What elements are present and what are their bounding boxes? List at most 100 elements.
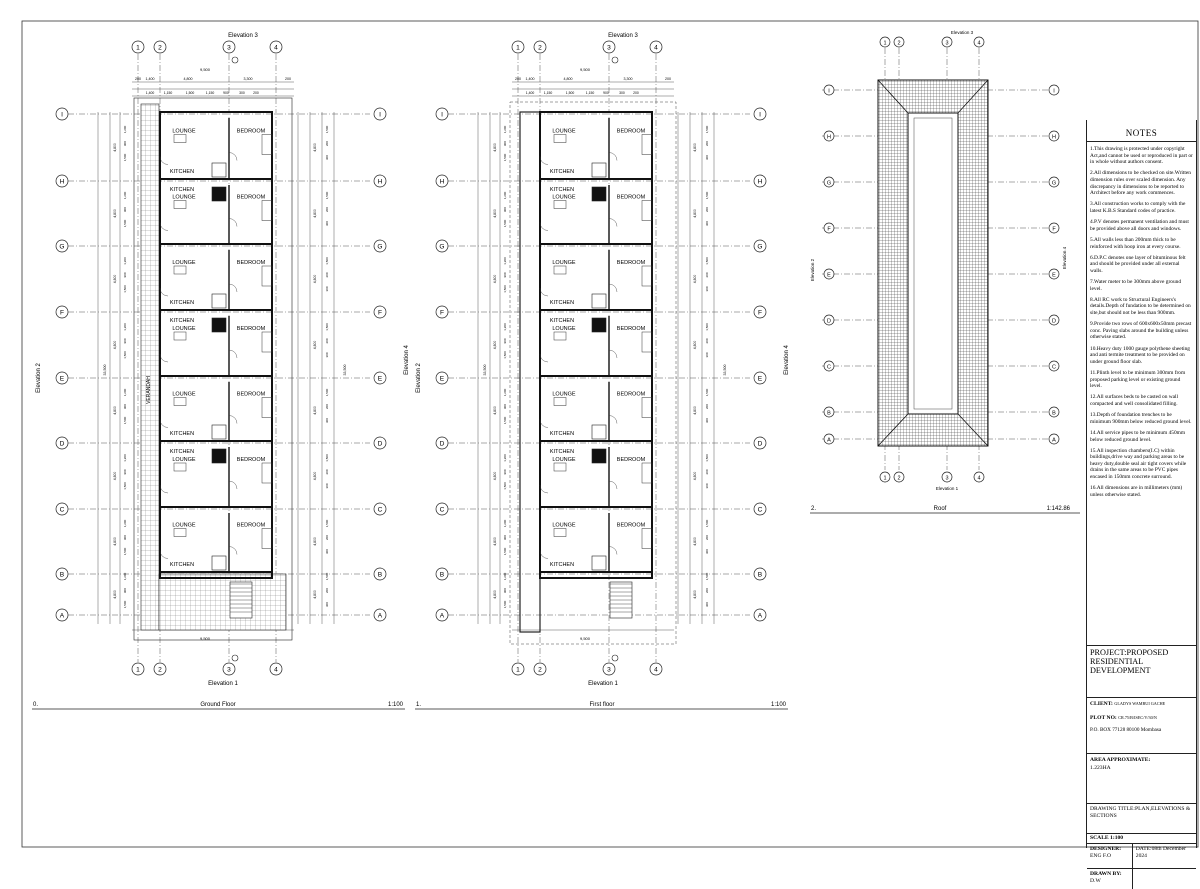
small-dim: 1,500 — [123, 153, 127, 161]
elevation-1-label: Elevation 1 — [588, 681, 618, 687]
second-dim: 1,150 — [164, 91, 173, 95]
grid-row-E-right-bubble — [373, 371, 387, 385]
note-item: 5.All walls less than 200mm thick to be … — [1090, 236, 1181, 250]
grid-col-1-bottom-label: 1 — [516, 667, 520, 674]
roof-elevation-3: Elevation 3 — [951, 30, 974, 35]
overall-dim: 9,500 — [580, 67, 591, 72]
small-dim-right: 300 — [325, 602, 329, 607]
second-dim: 900 — [223, 91, 229, 95]
small-dim: 1,500 — [503, 600, 507, 608]
second-dim: 1,500 — [186, 91, 195, 95]
small-dim: 1,200 — [503, 519, 507, 527]
door-swing — [608, 218, 618, 227]
grid-row-C-right-label: C — [378, 507, 383, 514]
grid-row-D-right-label: D — [758, 441, 763, 448]
grid-row-A-right-bubble — [753, 608, 767, 622]
grid-row-C-label: C — [60, 507, 65, 514]
bed — [261, 331, 273, 353]
roof-grid-row-A-right-bubble — [1048, 433, 1060, 445]
bay-dim: 4,800 — [493, 590, 497, 599]
small-dim: 900 — [503, 207, 507, 212]
top-dim: 3,300 — [244, 77, 253, 81]
roof-grid-row-B-right-label: B — [1052, 410, 1056, 416]
notes-heading: NOTES — [1087, 122, 1196, 142]
area-section: AREA APPROXIMATE: 1.223HA — [1087, 754, 1196, 804]
small-dim-right: 200 — [705, 207, 709, 212]
grid-col-1-label: 1 — [516, 45, 520, 52]
small-dim: 1,500 — [123, 351, 127, 359]
roof-grid-row-I-right-bubble — [1048, 84, 1060, 96]
door-swing — [608, 415, 618, 424]
small-dim: 1,500 — [123, 547, 127, 555]
note-item: 9.Provide two rows of 600x600x50mm preca… — [1090, 321, 1192, 341]
grid-col-1-bubble — [511, 40, 525, 54]
wet-core — [591, 317, 607, 333]
grid-row-H-bubble — [435, 174, 449, 188]
room-lounge: LOUNGE — [172, 392, 196, 398]
grid-row-H-right-bubble — [753, 174, 767, 188]
bay-dim-right: 4,800 — [693, 537, 697, 546]
room-bedroom: BEDROOM — [617, 392, 646, 398]
roof-grid-col-3-bubble — [941, 36, 953, 48]
bay-dim: 4,800 — [113, 341, 117, 350]
grid-col-1-bubble — [131, 40, 145, 54]
room-kitchen: KITCHEN — [170, 187, 194, 193]
sheet-border — [21, 20, 1199, 848]
grid-row-B-right-bubble — [753, 567, 767, 581]
roof-grid-row-H-bubble — [823, 130, 835, 142]
note-item: 6.D.P.C denotes one layer of bituminous … — [1090, 254, 1186, 274]
door-swing — [539, 222, 549, 231]
roof-grid-row-E-right-label: E — [1052, 272, 1056, 278]
small-dim: 900 — [503, 404, 507, 409]
grid-row-H-right-label: H — [758, 179, 763, 186]
grid-row-I-bubble — [55, 107, 69, 121]
bay-dim: 4,800 — [493, 275, 497, 284]
roof-grid-row-C-right-label: C — [1052, 364, 1056, 370]
small-dim-right: 200 — [705, 141, 709, 146]
area-label: AREA APPROXIMATE: — [1090, 757, 1151, 763]
bay-dim-right: 4,800 — [693, 472, 697, 481]
door-swing — [159, 287, 169, 297]
client-value: GLADYS WAMBUI GACHE — [1114, 701, 1166, 706]
note-item: 4.P.V denotes permanent ventilation and … — [1090, 219, 1189, 232]
small-dim-right: 1,500 — [705, 191, 709, 199]
roof-grid-col-3-label: 3 — [945, 40, 948, 46]
grid-row-C-right-bubble — [373, 502, 387, 516]
room-kitchen: KITCHEN — [550, 300, 574, 306]
scale-value: SCALE 1:100 — [1090, 835, 1124, 841]
room-lounge: LOUNGE — [172, 457, 196, 463]
table — [173, 462, 187, 472]
wet-core — [211, 293, 227, 309]
small-dim: 1,200 — [503, 454, 507, 462]
small-dim-right: 200 — [325, 338, 329, 343]
roof-grid-col-4-bottom-bubble — [973, 471, 985, 483]
small-dim-right: 200 — [325, 207, 329, 212]
small-dim: 900 — [123, 207, 127, 212]
small-dim: 1,500 — [503, 482, 507, 490]
grid-row-E-label: E — [60, 376, 65, 383]
wet-core — [591, 448, 607, 464]
grid-row-B-right-bubble — [373, 567, 387, 581]
second-dim: 1,150 — [206, 91, 215, 95]
note-item: 7.Water meter to be 300mm above ground l… — [1090, 279, 1182, 292]
door-swing — [228, 218, 238, 227]
roof-grid-row-D-right-bubble — [1048, 314, 1060, 326]
note-item: 12.All surfaces beds to be casted on wal… — [1090, 394, 1179, 407]
small-dim-right: 200 — [705, 469, 709, 474]
roof-index: 2. — [811, 506, 816, 512]
bed — [261, 200, 273, 221]
note-item: 16.All dimensions are in millimeters (mm… — [1090, 485, 1183, 498]
small-dim: 1,200 — [503, 125, 507, 133]
grid-row-B-right-label: B — [378, 572, 383, 579]
grid-row-B-label: B — [60, 572, 65, 579]
roof-elevation-4: Elevation 4 — [1062, 246, 1067, 269]
small-dim-right: 300 — [325, 286, 329, 291]
small-dim-right: 1,500 — [705, 125, 709, 133]
door-swing — [159, 484, 169, 494]
grid-row-C-right-label: C — [758, 507, 763, 514]
small-dim-right: 1,500 — [325, 323, 329, 331]
note-item: 3.All construction works to comply with … — [1090, 201, 1186, 214]
grid-row-E-label: E — [440, 376, 445, 383]
grid-col-2-bottom-bubble — [153, 662, 167, 676]
